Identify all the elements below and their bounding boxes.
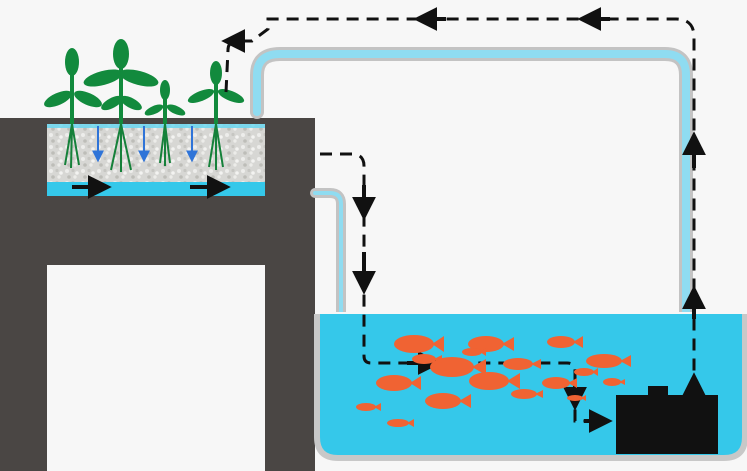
frame-left-post xyxy=(0,145,47,471)
plant-3 xyxy=(144,80,186,166)
plant-4 xyxy=(187,61,245,170)
fish-4 xyxy=(586,354,631,368)
drain-pipe-fill xyxy=(313,191,343,372)
fish-13 xyxy=(567,395,586,401)
fish-1 xyxy=(394,335,444,353)
fish-7 xyxy=(376,375,421,391)
pump-icon xyxy=(616,395,718,454)
plant-2 xyxy=(83,39,159,172)
fish-3 xyxy=(547,336,583,348)
pump-top-fitting xyxy=(648,386,668,398)
fish-9 xyxy=(542,377,577,389)
grow-bed-flow-arrows xyxy=(72,126,231,199)
fish-12 xyxy=(387,419,414,427)
fish-18 xyxy=(603,378,625,386)
fish-11 xyxy=(356,403,381,411)
under-bed-opening xyxy=(47,265,265,471)
fish-14 xyxy=(574,368,598,376)
frame-crossbeam xyxy=(47,196,265,265)
fish-6 xyxy=(503,358,541,370)
plant-group xyxy=(44,39,245,172)
fish-10 xyxy=(425,393,471,409)
gravel-bed xyxy=(47,124,265,182)
fish-17 xyxy=(412,354,442,364)
fish-8 xyxy=(469,372,520,390)
frame-right-post xyxy=(265,145,315,471)
drain-flow-dashes xyxy=(320,152,606,423)
fish-16 xyxy=(511,389,543,399)
fish-tank-outline xyxy=(314,314,747,461)
fish-school xyxy=(356,335,631,427)
fish-15 xyxy=(462,348,486,356)
fish-2 xyxy=(468,336,514,352)
plant-1 xyxy=(44,48,102,169)
grow-bed-overflow-line xyxy=(47,124,265,128)
return-pipe-fill xyxy=(253,50,690,396)
